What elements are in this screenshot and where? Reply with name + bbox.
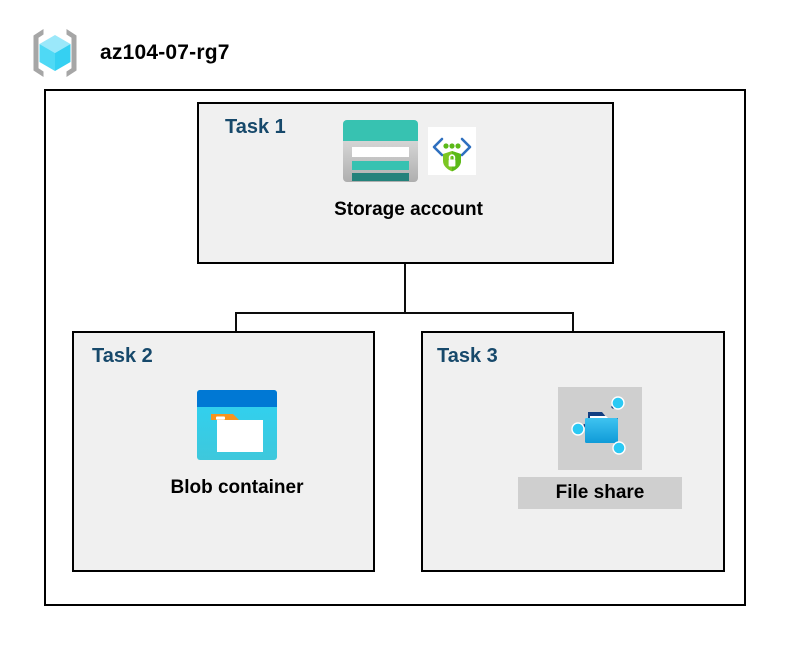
- storage-account-caption: Storage account: [334, 199, 483, 220]
- file-share-caption: File share: [517, 477, 683, 509]
- node-file-share[interactable]: File share: [510, 387, 690, 509]
- node-blob-container[interactable]: Blob container: [151, 388, 323, 502]
- connector-branch-bus: [235, 312, 574, 314]
- task-3-label: Task 3: [437, 345, 498, 367]
- blob-container-icon: [195, 388, 279, 467]
- storage-account-icon-group: [341, 118, 476, 189]
- blob-container-caption: Blob container: [170, 477, 304, 498]
- task-2-label: Task 2: [92, 345, 153, 367]
- node-storage-account[interactable]: Storage account: [296, 118, 521, 224]
- resource-group-name: az104-07-rg7: [100, 41, 230, 64]
- file-share-icon-group: [558, 387, 642, 470]
- security-shield-lock-icon: [428, 127, 476, 180]
- file-share-icon: [568, 394, 632, 463]
- resource-group-header: az104-07-rg7: [30, 26, 230, 80]
- storage-account-icon: [341, 118, 420, 189]
- blob-container-icon-group: [195, 388, 279, 467]
- task-1-label: Task 1: [225, 116, 286, 138]
- resource-group-cube-icon: [30, 26, 80, 80]
